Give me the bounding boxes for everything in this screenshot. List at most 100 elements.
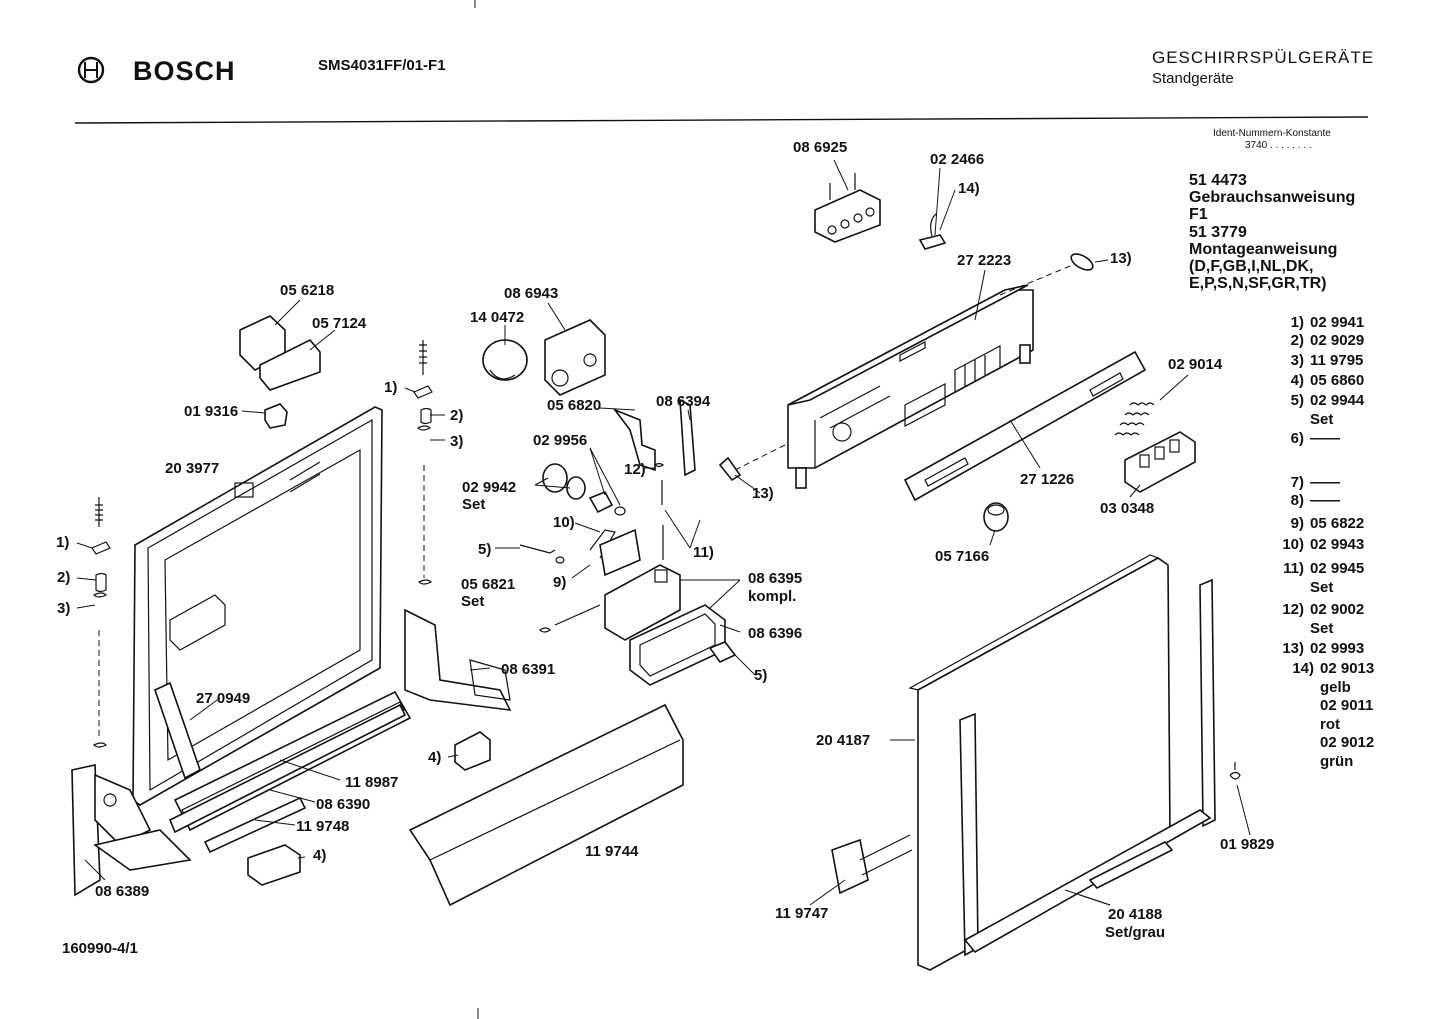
- ref-number: 2): [450, 407, 464, 424]
- legend-row: 3)11 9795: [1264, 352, 1364, 370]
- control-panel-part: [787, 284, 1034, 489]
- lever-part: [612, 408, 656, 472]
- part-label: 27 1226: [1020, 471, 1075, 488]
- legend-value: rot: [1320, 715, 1340, 733]
- legend-value: 02 9013: [1320, 660, 1375, 677]
- part-label: 05 6820: [547, 397, 602, 414]
- drawing-code: 160990-4/1: [62, 940, 138, 957]
- part-label: Set: [461, 593, 485, 610]
- springs-part: [1114, 402, 1155, 436]
- legend-row: 10)02 9943: [1264, 536, 1364, 554]
- legend-number: 12): [1282, 601, 1304, 618]
- legend-row: 1)02 9941: [1264, 314, 1365, 332]
- ref-number: 4): [313, 847, 327, 864]
- part-label: 20 4187: [816, 732, 871, 749]
- part-label: 01 9829: [1220, 836, 1275, 853]
- part-label: 02 2466: [930, 151, 985, 168]
- part-label: 11 9744: [585, 843, 639, 860]
- ref-number: 13): [752, 485, 774, 502]
- legend-value: ——: [1310, 474, 1340, 491]
- part-label: 14 0472: [470, 309, 525, 326]
- pin-part: [519, 544, 556, 554]
- legend-row: 13)02 9993: [1264, 640, 1364, 658]
- part-label: kompl.: [748, 588, 797, 605]
- ref-number: 4): [428, 749, 442, 766]
- category-subtitle: Standgeräte: [1152, 70, 1234, 87]
- legend-value: 02 9012: [1320, 734, 1375, 751]
- leader-lines: [76, 159, 1251, 906]
- part-label: 08 6394: [656, 393, 711, 410]
- legend-row: 9)05 6822: [1264, 515, 1365, 533]
- seal-ring-part: [542, 463, 568, 493]
- side-note: (D,F,GB,I,NL,DK,: [1189, 258, 1314, 275]
- legend-value: 02 9941: [1310, 314, 1365, 331]
- header-rule: [74, 116, 1369, 124]
- lid-part: [599, 528, 641, 577]
- legend-number: 4): [1290, 372, 1304, 389]
- ref-number: 1): [384, 379, 398, 396]
- ref-number: 1): [56, 534, 70, 551]
- ref-number: 5): [478, 541, 492, 558]
- legend-value: ——: [1310, 430, 1340, 447]
- ident-value: 3740 . . . . . . . .: [1245, 140, 1312, 151]
- legend-value: 02 9944: [1310, 392, 1365, 409]
- legend-row: 2)02 9029: [1264, 332, 1365, 350]
- part-label: 11 9747: [775, 905, 829, 922]
- foot-block-part-2: [454, 731, 491, 771]
- side-note: F1: [1189, 206, 1208, 223]
- left-hinge-part: [71, 764, 192, 897]
- trim-strip-part: [903, 350, 1147, 502]
- bottom-rails-part: [168, 690, 412, 854]
- part-label: 03 0348: [1100, 500, 1155, 517]
- legend-number: 13): [1282, 640, 1304, 657]
- legend-number: 9): [1290, 515, 1304, 532]
- part-label: 27 2223: [957, 252, 1012, 269]
- knob-part: [983, 502, 1009, 532]
- legend-value: 02 9943: [1310, 536, 1365, 553]
- legend-value: grün: [1320, 752, 1354, 770]
- dial-part: [482, 339, 528, 381]
- legend-row: 11) 02 9945: [1264, 560, 1364, 578]
- part-label: 02 9956: [533, 432, 588, 449]
- indicator-lamp-part: [918, 213, 947, 250]
- ref-number: 5): [754, 667, 768, 684]
- spring-screw-left: [91, 497, 111, 748]
- part-label: 08 6390: [316, 796, 371, 813]
- part-label: 08 6943: [504, 285, 559, 302]
- model-number: SMS4031FF/01-F1: [318, 57, 446, 74]
- switch-block-part: [814, 173, 881, 243]
- hinge-clip-part: [831, 834, 913, 895]
- brand-name: BOSCH: [133, 56, 236, 86]
- ref-number: 3): [450, 433, 464, 450]
- ref-number: 3): [57, 600, 71, 617]
- part-label: 05 7166: [935, 548, 990, 565]
- part-label: 20 3977: [165, 460, 220, 477]
- legend-row: Set: [1264, 411, 1333, 429]
- part-label: 08 6389: [95, 883, 150, 900]
- legend-row: 02 9011: [1274, 697, 1373, 715]
- lever-part-2: [679, 398, 696, 477]
- legend-row: 02 9012: [1274, 734, 1374, 752]
- legend-value: Set: [1310, 410, 1334, 428]
- ref-number: 13): [1110, 250, 1132, 267]
- legend-row: 14)02 9013: [1274, 660, 1374, 678]
- part-label: 02 9014: [1168, 356, 1223, 373]
- category-title: GESCHIRRSPÜLGERÄTE: [1152, 48, 1375, 67]
- part-label: 20 4188: [1108, 906, 1163, 923]
- legend-number: 7): [1290, 474, 1304, 491]
- legend-row: 6)——: [1264, 430, 1340, 448]
- legend-value: 02 9945: [1310, 560, 1365, 577]
- legend-value: Set: [1310, 619, 1334, 637]
- part-label: 02 9942: [462, 479, 517, 496]
- legend-number: 11): [1283, 560, 1304, 577]
- part-label: 05 7124: [312, 315, 367, 332]
- push-switch-part: [1124, 431, 1196, 493]
- part-label: 08 6925: [793, 139, 848, 156]
- dispenser-assembly-part: [604, 564, 726, 686]
- legend-row: rot: [1274, 716, 1340, 734]
- legend-number: 3): [1290, 352, 1304, 369]
- legend-number: 5): [1290, 392, 1304, 409]
- legend-row: 4)05 6860: [1264, 372, 1365, 390]
- part-label: 08 6391: [501, 661, 556, 678]
- part-label: 05 6218: [280, 282, 335, 299]
